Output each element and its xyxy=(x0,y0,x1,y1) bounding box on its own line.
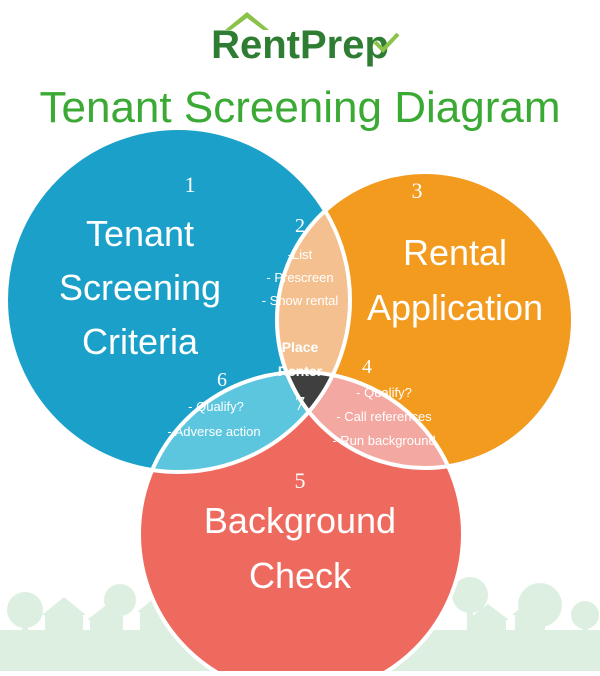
overlap-4-number: 4 xyxy=(362,356,372,378)
overlap-2-item-3: - Show rental xyxy=(262,293,339,308)
overlap-4-item-1: - Qualify? xyxy=(356,385,412,400)
rentprep-logo: RentPrep xyxy=(211,12,400,67)
overlap-4-item-2: - Call references xyxy=(336,409,432,424)
circle-1-label-line1: Tenant xyxy=(86,213,194,254)
logo-text-rent: Rent xyxy=(211,23,300,67)
circle-5-label-line1: Background xyxy=(204,500,396,541)
overlap-6-item-2: - Adverse action xyxy=(167,424,260,439)
house-roof-icon xyxy=(225,12,269,30)
circle-1-number: 1 xyxy=(185,172,196,197)
checkmark-icon xyxy=(373,32,400,53)
circle-3-number: 3 xyxy=(412,178,423,203)
circle-outlines xyxy=(4,126,575,676)
svg-text:RentPrep: RentPrep xyxy=(211,23,389,67)
overlap-2-number: 2 xyxy=(295,215,305,237)
circle-1-label-line2: Screening xyxy=(59,267,221,308)
circle-3-label-line1: Rental xyxy=(403,232,507,273)
overlap-2-item-1: -List xyxy=(288,247,313,262)
overlap-2-item-2: - Prescreen xyxy=(266,270,333,285)
center-7-number: 7 xyxy=(295,393,305,415)
center-7-label-line1: Place xyxy=(282,339,319,355)
center-7-label-line2: Renter xyxy=(278,363,323,379)
circle-5-label-line2: Check xyxy=(249,555,352,596)
logo-text-prep: Prep xyxy=(300,23,389,67)
circle-3-label-line2: Application xyxy=(367,287,543,328)
page-title: Tenant Screening Diagram xyxy=(40,83,561,132)
overlap-4-item-3: - Run background xyxy=(332,433,435,448)
overlap-6-number: 6 xyxy=(217,369,227,391)
circle-1-label-line3: Criteria xyxy=(82,321,199,362)
overlap-4-region xyxy=(277,372,463,468)
overlap-6-region xyxy=(139,372,350,472)
overlap-6-item-1: - Qualify? xyxy=(188,399,244,414)
circle-5-number: 5 xyxy=(295,468,306,493)
